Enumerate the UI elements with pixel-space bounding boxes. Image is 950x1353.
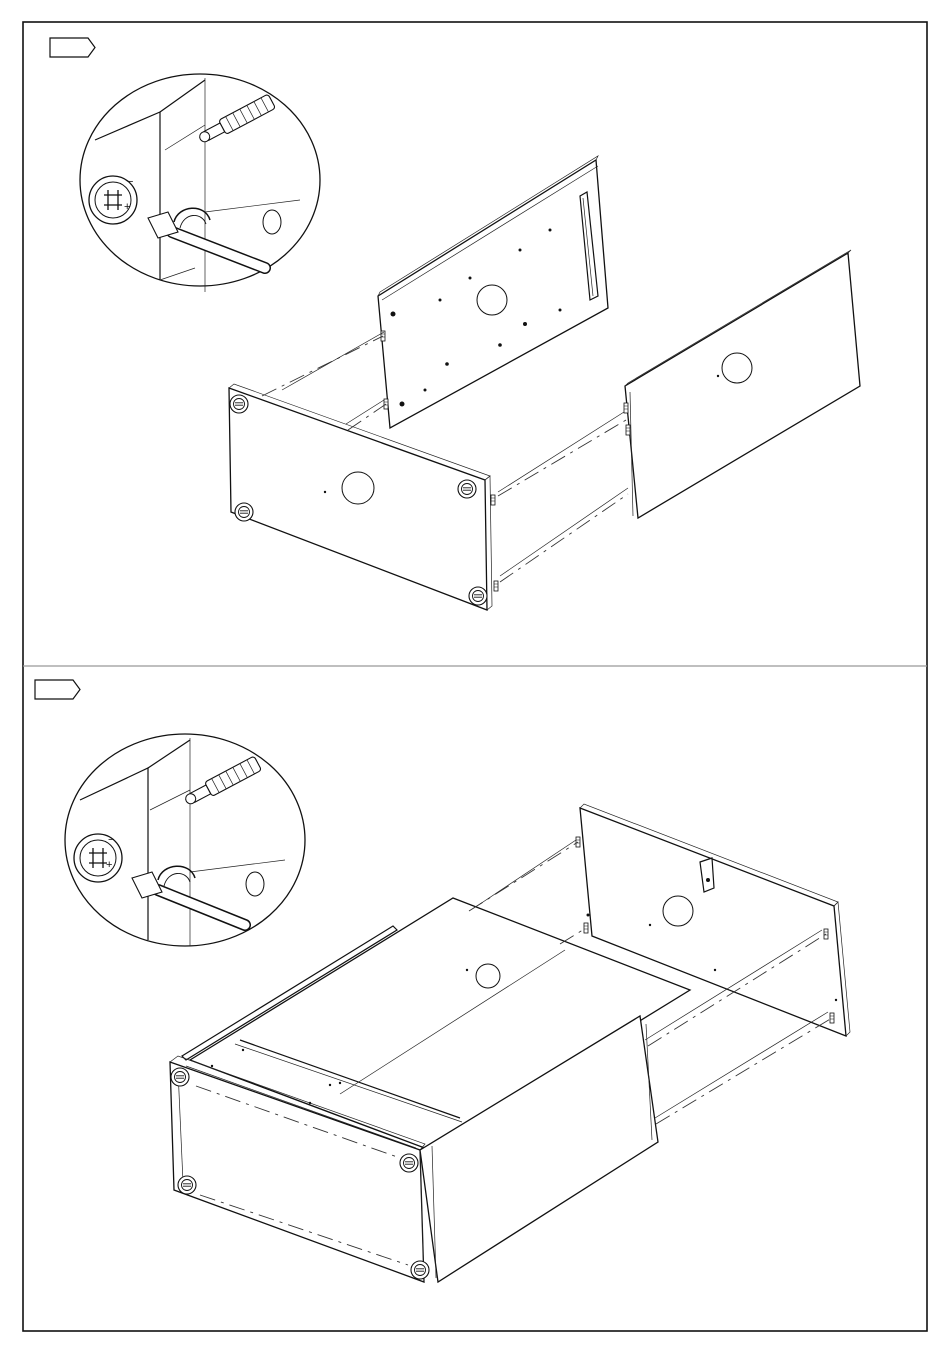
svg-text:−: − — [127, 176, 133, 188]
carcass-body — [170, 898, 690, 1282]
side-panel-left — [229, 384, 492, 610]
step-2-detail-circle: − + — [65, 734, 305, 946]
step-2-marker — [35, 680, 80, 699]
step-2-group: − + — [35, 680, 850, 1282]
step-1-group: − + — [50, 38, 860, 610]
back-panel — [378, 156, 608, 428]
svg-text:−: − — [108, 834, 114, 846]
step-1-detail-circle: − + — [80, 74, 320, 292]
svg-text:+: + — [124, 201, 130, 213]
side-panel-right — [625, 250, 860, 518]
svg-text:+: + — [106, 859, 112, 871]
step-1-marker — [50, 38, 95, 57]
